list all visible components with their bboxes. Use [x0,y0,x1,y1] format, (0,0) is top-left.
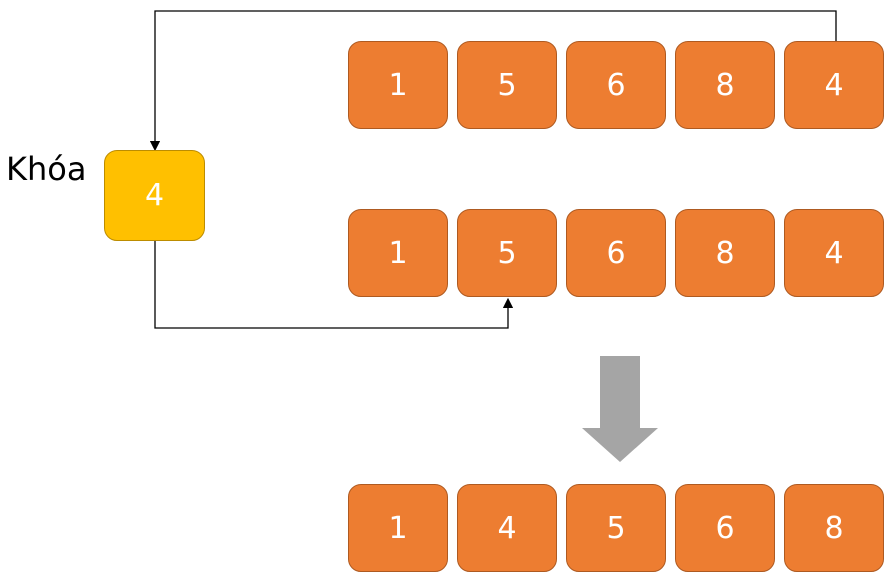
array-cell: 8 [675,41,775,129]
cell-value: 4 [824,67,844,103]
cell-value: 1 [388,510,408,546]
array-cell: 8 [784,484,884,572]
array-cell: 5 [566,484,666,572]
array-cell: 1 [348,484,448,572]
array-cell: 4 [784,41,884,129]
cell-value: 8 [715,235,735,271]
array-cell: 6 [675,484,775,572]
take-key-connector [149,10,837,152]
array-row-insert: 1 5 6 8 4 [348,209,892,299]
cell-value: 1 [388,67,408,103]
cell-value: 6 [715,510,735,546]
result-arrow [582,356,658,462]
cell-value: 5 [497,67,517,103]
cell-value: 5 [497,235,517,271]
array-cell: 6 [566,209,666,297]
array-cell: 4 [457,484,557,572]
array-cell: 8 [675,209,775,297]
key-label: Khóa [6,150,87,188]
array-row-initial: 1 5 6 8 4 [348,41,892,131]
cell-value: 6 [606,67,626,103]
array-cell: 4 [784,209,884,297]
cell-value: 4 [497,510,517,546]
key-box: 4 [104,150,205,241]
insert-key-connector [154,241,514,329]
array-cell: 1 [348,209,448,297]
key-value: 4 [144,178,165,213]
cell-value: 5 [606,510,626,546]
array-cell: 1 [348,41,448,129]
cell-value: 8 [824,510,844,546]
array-cell: 6 [566,41,666,129]
cell-value: 6 [606,235,626,271]
array-cell: 5 [457,41,557,129]
cell-value: 4 [824,235,844,271]
array-cell: 5 [457,209,557,297]
cell-value: 8 [715,67,735,103]
cell-value: 1 [388,235,408,271]
array-row-result: 1 4 5 6 8 [348,484,892,574]
